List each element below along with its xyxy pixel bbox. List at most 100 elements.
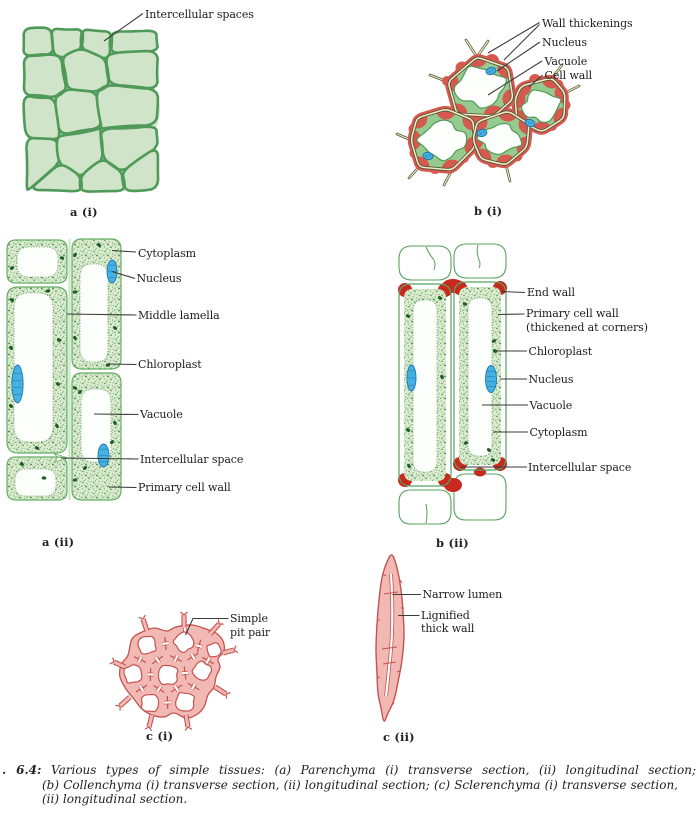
- parenchyma-cell: [32, 164, 82, 193]
- narrow-lumen: [384, 573, 394, 697]
- nucleus: [406, 364, 417, 392]
- tag-a-i: a (i): [70, 205, 98, 219]
- parenchyma-cell: [79, 159, 126, 193]
- adjacent-cell: [398, 245, 452, 281]
- cell-lumen: [123, 664, 143, 684]
- label-cytoplasm-bii: Cytoplasm: [529, 425, 588, 439]
- chloroplast: [55, 423, 59, 429]
- cell-lumen: [157, 664, 179, 686]
- vacuole: [476, 123, 523, 156]
- leader-vacuole-bi: [487, 60, 543, 96]
- chloroplast: [9, 298, 15, 302]
- leader-vacuole-aii: [93, 413, 139, 416]
- chloroplast: [406, 427, 410, 433]
- chloroplast: [72, 290, 78, 294]
- chloroplast: [407, 463, 411, 469]
- leader-cytoplasm-aii: [111, 249, 137, 253]
- parenchyma-cell: [61, 48, 110, 93]
- tag-c-ii: c (ii): [383, 729, 415, 744]
- vacuole: [468, 298, 492, 456]
- tag-b-ii: b (ii): [436, 535, 469, 550]
- label-intercellular-space-bii: Intercellular space: [528, 460, 632, 474]
- label-middle-lamella: Middle lamella: [138, 308, 220, 322]
- leader-intercellular-space-aii: [60, 457, 139, 460]
- parenchyma-ts-drawing: [22, 26, 161, 193]
- label-lignified-thick-wall: Lignified thick wall: [421, 608, 475, 636]
- parenchyma-cell: [22, 95, 61, 141]
- sclerenchyma-ts-drawing: [109, 611, 239, 732]
- leader-chloroplast-aii: [107, 363, 137, 366]
- cell-lumen: [140, 693, 160, 713]
- leader-primary-cell-wall-bii: [497, 313, 525, 316]
- parenchyma-cell: [22, 53, 67, 99]
- leader-nucleus-aii: [111, 270, 136, 280]
- label-narrow-lumen: Narrow lumen: [422, 588, 503, 601]
- vacuole: [14, 293, 53, 442]
- parenchyma-ls-drawing: [6, 238, 122, 501]
- nucleus: [524, 118, 536, 128]
- chloroplast: [492, 349, 498, 353]
- nucleus: [11, 364, 24, 404]
- cell-lumen: [175, 691, 195, 712]
- label-vacuole-bii: Vacuole: [529, 398, 573, 412]
- nucleus: [476, 128, 488, 138]
- adjacent-cell: [398, 489, 452, 525]
- figure-number: . 6.4:: [2, 763, 42, 777]
- parenchyma-cell: [95, 84, 160, 130]
- nucleus: [485, 66, 497, 76]
- parenchyma-cell: [109, 29, 159, 55]
- chloroplast: [72, 478, 78, 482]
- chloroplast: [112, 326, 118, 330]
- chloroplast: [20, 461, 24, 467]
- chloroplast: [73, 335, 77, 341]
- collenchyma-ls-drawing: [398, 243, 507, 525]
- chloroplast: [491, 339, 497, 343]
- figure-caption-line2: (b) Collenchyma (i) transverse section, …: [42, 778, 678, 792]
- chloroplast: [440, 374, 444, 380]
- chloroplast: [437, 296, 443, 300]
- leader-simple-pit-pair: [184, 617, 229, 636]
- cell-lumen: [137, 635, 157, 655]
- label-nucleus-aii: Nucleus: [136, 272, 182, 285]
- label-chloroplast-bii: Chloroplast: [528, 344, 593, 358]
- parenchyma-cell: [105, 49, 159, 90]
- figure-caption-line3: (ii) longitudinal section.: [42, 792, 188, 806]
- chloroplast: [109, 440, 115, 444]
- chloroplast: [55, 382, 61, 386]
- chloroplast: [41, 476, 47, 480]
- chloroplast: [72, 386, 78, 390]
- label-intercellular-spaces: Intercellular spaces: [145, 7, 254, 21]
- chloroplast: [97, 242, 101, 248]
- chloroplast: [463, 441, 469, 445]
- leader-middle-lamella: [66, 313, 137, 316]
- label-nucleus-bii: Nucleus: [528, 372, 574, 386]
- vacuole: [413, 300, 437, 472]
- vacuole: [520, 89, 562, 123]
- parenchyma-cell: [22, 26, 55, 57]
- vacuole: [15, 469, 56, 496]
- chloroplast: [462, 302, 468, 306]
- leader-nucleus-bi: [496, 41, 541, 72]
- chloroplast: [78, 389, 82, 395]
- vacuole: [416, 119, 468, 162]
- nucleus: [97, 443, 110, 468]
- parenchyma-cell: [121, 149, 160, 193]
- chloroplast: [56, 338, 62, 342]
- label-end-wall: End wall: [527, 286, 575, 299]
- adjacent-cell: [453, 243, 507, 279]
- chloroplast: [45, 289, 51, 293]
- leader-lines: [60, 13, 543, 636]
- label-primary-cell-wall-bii: Primary cell wall (thickened at corners): [526, 307, 648, 334]
- leader-cell-wall: [528, 74, 543, 88]
- label-cell-wall: Cell wall: [544, 68, 593, 82]
- vacuole: [17, 247, 58, 277]
- label-primary-cell-wall-aii: Primary cell wall: [138, 481, 231, 494]
- chloroplast: [113, 420, 117, 426]
- leader-primary-cell-wall-aii: [108, 486, 137, 489]
- tag-b-i: b (i): [474, 204, 503, 218]
- cell-lumen: [191, 660, 213, 681]
- sclerenchyma-ls-drawing: [375, 554, 405, 722]
- chloroplast: [9, 266, 15, 270]
- label-nucleus-bi: Nucleus: [542, 35, 587, 49]
